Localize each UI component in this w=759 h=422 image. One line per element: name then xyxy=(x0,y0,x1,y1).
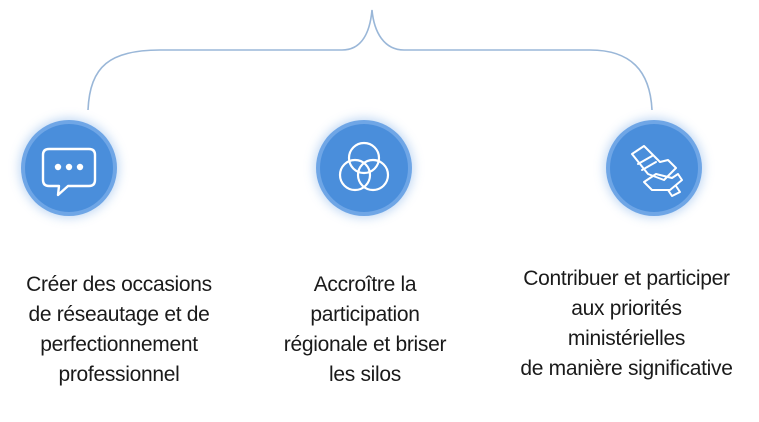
clapping-hands-circle xyxy=(610,124,698,212)
caption-line: Créer des occasions xyxy=(26,273,212,296)
caption-line: participation xyxy=(310,303,420,326)
speech-bubble-circle xyxy=(25,124,113,212)
caption-priorities: Contribuer et participer aux priorités m… xyxy=(494,264,759,384)
caption-regional: Accroître la participation régionale et … xyxy=(265,270,465,390)
overlapping-circles-circle xyxy=(320,124,408,212)
overlapping-circles-icon xyxy=(338,141,390,192)
caption-networking: Créer des occasions de réseautage et de … xyxy=(0,270,238,390)
caption-line: les silos xyxy=(329,363,401,386)
speech-bubble-icon xyxy=(41,147,97,197)
caption-line: perfectionnement xyxy=(40,333,198,356)
caption-line: Contribuer et participer xyxy=(523,267,730,290)
caption-line: régionale et briser xyxy=(283,333,447,356)
curly-brace-connector xyxy=(87,9,653,111)
caption-line: Accroître la xyxy=(313,273,417,296)
caption-line: professionnel xyxy=(58,363,180,386)
caption-line: de manière significative xyxy=(520,357,733,380)
caption-line: de réseautage et de xyxy=(28,303,210,326)
caption-line: aux priorités xyxy=(571,297,682,320)
caption-line: ministérielles xyxy=(567,327,686,350)
clapping-hands-icon xyxy=(631,145,683,197)
